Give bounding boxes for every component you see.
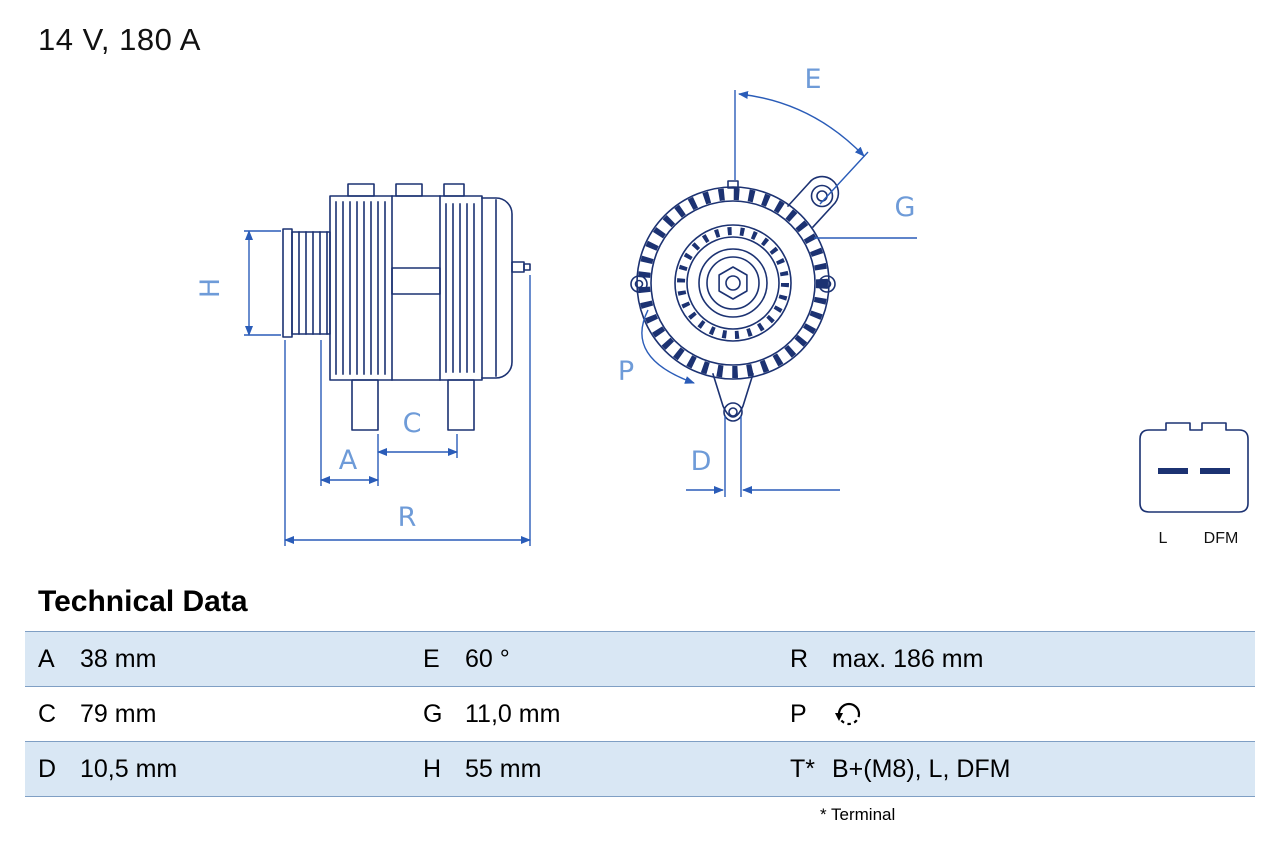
table-row: D 10,5 mm H 55 mm T* B+(M8), L, DFM — [25, 741, 1255, 797]
ear-left — [630, 275, 648, 293]
dim-label-r: R — [398, 502, 417, 533]
param-key: T* — [790, 754, 815, 783]
front-cooling-fins — [335, 201, 386, 375]
dim-ext-e — [734, 90, 869, 205]
pulley-body — [291, 231, 331, 335]
param-value — [832, 687, 1255, 742]
through-bolt-1 — [347, 183, 375, 197]
param-value: 60 ° — [465, 644, 510, 673]
pulley-grooves — [298, 231, 328, 335]
param-value: 79 mm — [80, 699, 157, 728]
dim-ext-d — [724, 416, 742, 497]
param-key: A — [38, 644, 55, 673]
rear-end-cap — [481, 197, 513, 379]
mounting-lug-bottom — [711, 372, 755, 418]
stator-slots — [677, 227, 789, 339]
alternator-technical-drawing: H A C R — [195, 64, 1249, 547]
dim-label-e: E — [804, 64, 821, 95]
lug-hole-bottom — [723, 402, 743, 422]
dim-arc-e — [738, 91, 865, 157]
param-value: 10,5 mm — [80, 754, 178, 783]
dim-label-d: D — [691, 446, 712, 477]
param-value: 55 mm — [465, 754, 542, 783]
param-value: B+(M8), L, DFM — [832, 754, 1011, 783]
inner-rim — [650, 200, 816, 366]
terminal-footnote: * Terminal — [820, 805, 896, 824]
through-bolt-2 — [395, 183, 423, 197]
terminal-stud — [511, 261, 525, 273]
param-key: H — [423, 754, 442, 783]
lug-hole-bottom-inner — [728, 407, 738, 417]
technical-data-title: Technical Data — [38, 585, 248, 618]
param-key: C — [38, 699, 57, 728]
param-key: D — [38, 754, 57, 783]
dim-label-g: G — [895, 192, 916, 223]
param-key: G — [423, 699, 443, 728]
dim-label-c: C — [403, 408, 422, 439]
param-key: R — [790, 644, 809, 673]
mounting-foot-right — [447, 379, 475, 431]
ear-left-hole — [634, 279, 644, 289]
outer-rim — [636, 186, 830, 380]
param-value: max. 186 mm — [832, 644, 984, 673]
rotation-direction-arrow — [641, 309, 695, 384]
hub-inner — [706, 256, 760, 310]
param-value: 38 mm — [80, 644, 157, 673]
housing-sections — [391, 195, 441, 381]
hub-outer — [698, 248, 768, 318]
param-key: E — [423, 644, 440, 673]
connector-label-dfm: DFM — [1204, 530, 1239, 547]
connector-outline — [1139, 422, 1249, 513]
ear-right-hole — [822, 279, 832, 289]
ear-right — [818, 275, 836, 293]
terminal-tip — [523, 263, 531, 271]
voltage-current-rating: 14 V, 180 A — [38, 22, 201, 57]
table-row: C 79 mm G 11,0 mm P — [25, 686, 1255, 742]
param-key: P — [790, 699, 807, 728]
stator-outer — [674, 224, 792, 342]
through-bolt-3 — [443, 183, 465, 197]
mounting-lug-top — [786, 175, 840, 229]
connector-diagram: L DFM — [1139, 422, 1249, 547]
dim-ext-r — [284, 275, 531, 546]
lug-hole-top-inner — [816, 190, 828, 202]
dim-label-a: A — [339, 445, 358, 476]
dim-label-h: H — [195, 278, 226, 298]
side-view-drawing: H A C R — [195, 183, 531, 546]
pulley-flange — [282, 228, 293, 338]
rotation-ccw-icon — [835, 702, 861, 726]
stator-inner — [686, 236, 780, 330]
connector-label-l: L — [1159, 530, 1168, 547]
rear-cooling-fins — [445, 203, 475, 373]
dim-label-p: P — [618, 356, 634, 387]
param-value: 11,0 mm — [465, 699, 561, 728]
mounting-foot-left — [351, 379, 379, 431]
front-view-drawing: E G P D — [618, 64, 917, 497]
stator-band — [391, 267, 441, 295]
fan-vent-slots — [638, 188, 828, 378]
top-tab — [727, 180, 739, 189]
lug-hole-top — [810, 184, 834, 208]
shaft-nut-hex — [718, 266, 748, 300]
shaft-center — [725, 275, 741, 291]
